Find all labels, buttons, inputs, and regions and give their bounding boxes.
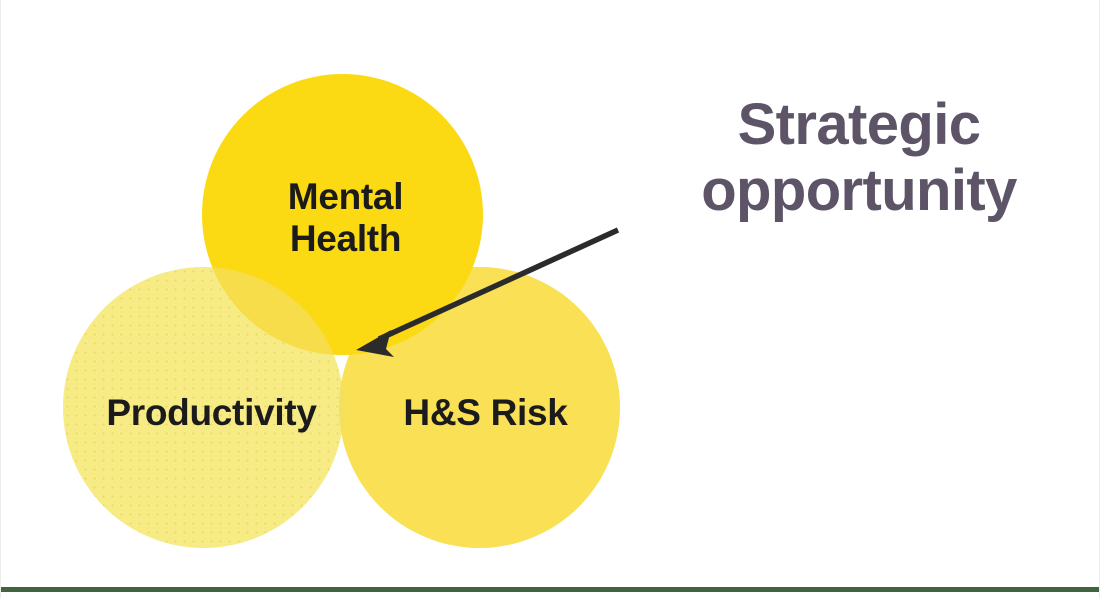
arrow-shaft	[377, 227, 620, 342]
venn-circle-hs-risk-label: H&S Risk	[403, 391, 568, 433]
venn-circle-mental-health-label: Mental Health	[287, 176, 404, 259]
callout-line-2: opportunity	[701, 158, 1017, 224]
callout-line-1: Strategic	[737, 92, 981, 157]
venn-circle-productivity-label: Productivity	[106, 391, 317, 433]
strategic-opportunity-callout: Strategic opportunity	[649, 92, 1069, 224]
arrow-head-icon	[356, 330, 394, 357]
bottom-accent-rule	[1, 587, 1099, 592]
